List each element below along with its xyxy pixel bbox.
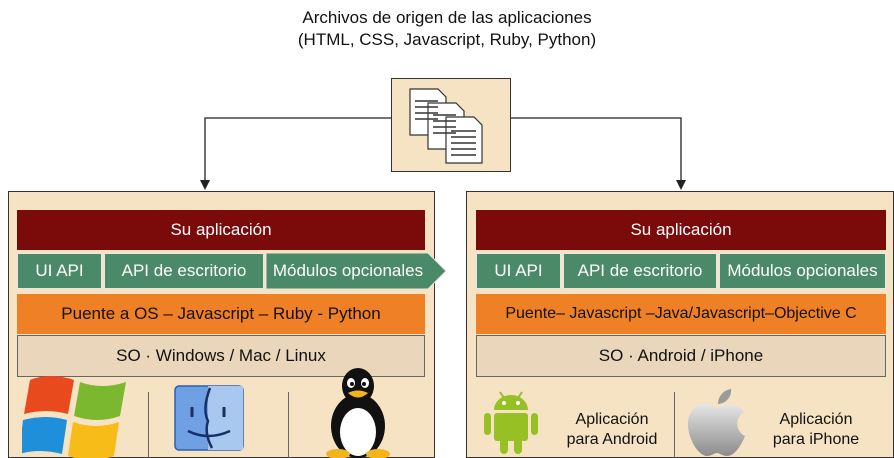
connector-arrows xyxy=(200,117,686,190)
source-files-box xyxy=(391,78,511,172)
left-arrow-line xyxy=(204,117,391,182)
mobile-app-layer: Su aplicación xyxy=(476,210,886,250)
desktop-api-escritorio: API de escritorio xyxy=(104,253,264,289)
desktop-app-layer: Su aplicación xyxy=(17,210,425,250)
desktop-modulos-opcionales: Módulos opcionales xyxy=(272,261,424,280)
desktop-bridge-layer: Puente a OS – Javascript – Ruby - Python xyxy=(17,294,425,334)
android-robot-icon xyxy=(484,391,538,454)
mobile-ui-api: UI API xyxy=(476,253,561,289)
desktop-logo-divider-1 xyxy=(148,392,149,458)
desktop-modules-arrow-shape xyxy=(266,253,447,289)
diagram-title-line1: Archivos de origen de las aplicaciones xyxy=(302,8,592,27)
mobile-api-escritorio: API de escritorio xyxy=(563,253,717,289)
android-app-label-line1: Aplicación xyxy=(575,411,649,428)
apple-logo-icon xyxy=(688,389,745,456)
mobile-logo-divider xyxy=(674,392,675,458)
iphone-app-label-line2: para iPhone xyxy=(772,431,860,448)
iphone-app-label-line1: Aplicación xyxy=(779,411,853,428)
iphone-app-label: Aplicación para iPhone xyxy=(752,410,880,450)
mac-finder-logo-icon xyxy=(174,385,244,451)
right-arrow-head xyxy=(676,180,686,190)
right-arrow-line xyxy=(511,117,682,182)
documents-icon xyxy=(409,88,483,164)
desktop-ui-api: UI API xyxy=(17,253,102,289)
linux-tux-logo-icon xyxy=(326,368,390,458)
diagram-title-line2: (HTML, CSS, Javascript, Ruby, Python) xyxy=(297,30,597,49)
android-app-label: Aplicación para Android xyxy=(548,410,676,450)
left-arrow-head xyxy=(200,180,210,190)
desktop-logo-divider-2 xyxy=(288,392,289,458)
android-app-label-line2: para Android xyxy=(566,431,658,448)
windows-logo-icon xyxy=(22,376,126,458)
mobile-bridge-layer: Puente– Javascript –Java/Javascript–Obje… xyxy=(476,294,886,334)
mobile-modulos-opcionales: Módulos opcionales xyxy=(719,253,886,289)
mobile-os-layer: SO · Android / iPhone xyxy=(476,335,886,377)
